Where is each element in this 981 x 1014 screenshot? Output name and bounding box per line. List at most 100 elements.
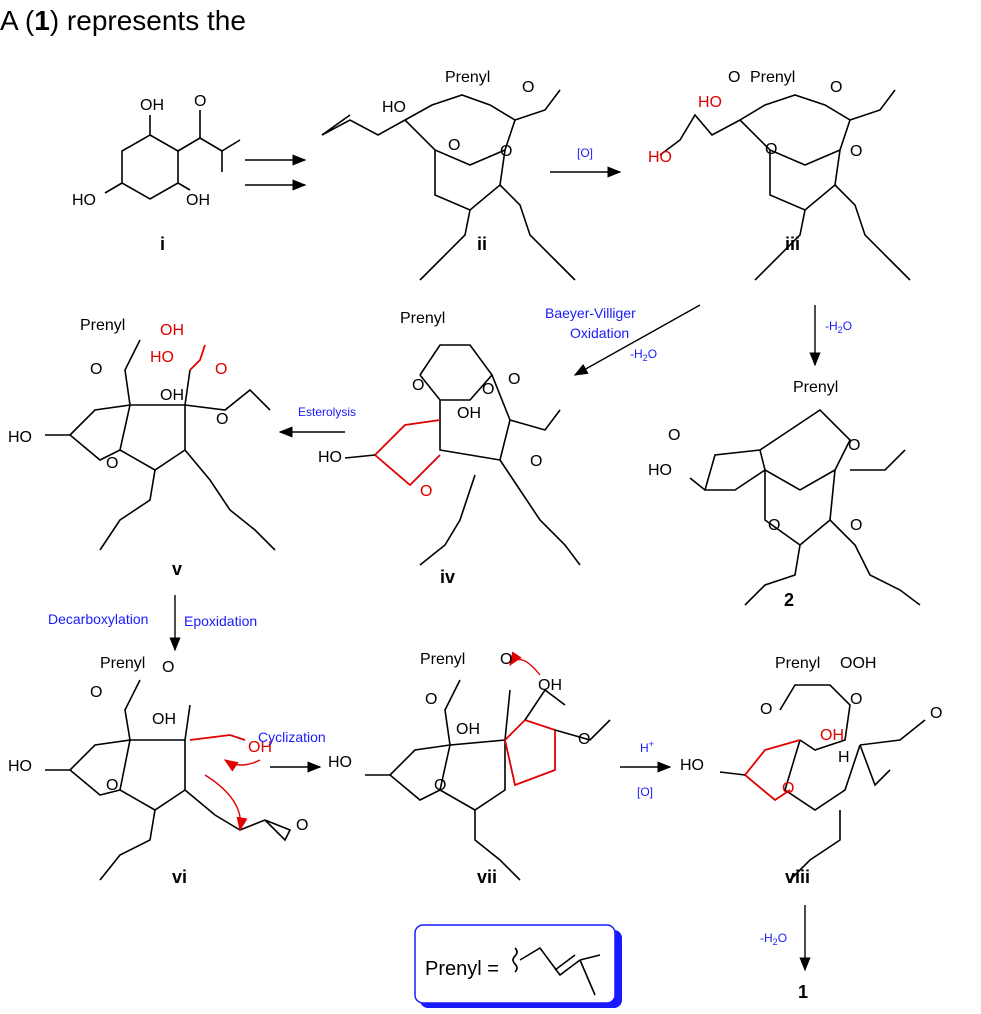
bond-line [579, 959, 596, 996]
bond-line [419, 209, 471, 281]
atom-label: OH [140, 97, 164, 114]
atom-label: Prenyl [100, 655, 145, 672]
atom-label: O [843, 319, 852, 333]
svg-text:-H2O: -H2O [825, 319, 852, 335]
atom-label: HO [318, 449, 342, 466]
bond-line [373, 419, 441, 487]
atom-label: O [500, 143, 512, 160]
atom-label: Decarboxylation [48, 611, 148, 627]
atom-label: -H [760, 931, 773, 945]
atom-label: HO [698, 94, 722, 111]
prenyl-legend: Prenyl = [414, 924, 622, 1008]
atom-label: H [640, 741, 649, 755]
bond-line [579, 954, 601, 961]
bond-line [99, 469, 156, 551]
bond-line [829, 519, 921, 606]
bond-line [524, 688, 566, 721]
atom-label: H [838, 749, 850, 766]
bond-line [789, 810, 841, 881]
atom-label: O [162, 659, 174, 676]
bond-line [99, 809, 156, 881]
atom-label: Esterolysis [298, 405, 356, 419]
atom-label: OH [160, 387, 184, 404]
bond-line [504, 718, 556, 787]
bond-line [189, 344, 206, 371]
compound-label: 2 [784, 590, 794, 610]
bond-line [184, 449, 276, 551]
bond-line [419, 474, 476, 566]
atom-label: 2 [773, 937, 778, 947]
atom-label: HO [150, 349, 174, 366]
compound-label: ii [477, 234, 487, 254]
atom-label: [O] [577, 146, 593, 160]
bond-line [439, 740, 506, 811]
bond-line [784, 739, 861, 811]
atom-label: A ( [0, 5, 35, 36]
compound-vi: Prenyl O O OH OH HO O O vi [8, 655, 308, 887]
bond-line [104, 182, 123, 194]
bond-line [509, 409, 561, 431]
bond-line [519, 946, 581, 977]
atom-label: O [508, 371, 520, 388]
atom-label: O [296, 817, 308, 834]
compound-label: iv [440, 567, 455, 587]
compound-vii: Prenyl O O OH OH HO O O vii [328, 651, 611, 887]
bond-line [344, 454, 376, 459]
atom-label: HO [72, 192, 96, 209]
atom-label: Prenyl [793, 379, 838, 396]
bond-line [744, 544, 801, 606]
atom-label: -H [825, 319, 838, 333]
atom-label: Prenyl [775, 655, 820, 672]
bond-line [850, 449, 906, 471]
atom-label: Prenyl [420, 651, 465, 668]
bond-line [223, 759, 261, 772]
atom-label: HO [328, 754, 352, 771]
bond-line [184, 388, 271, 411]
atom-label: O [768, 517, 780, 534]
bond-line [499, 184, 576, 281]
atom-label: Prenyl [80, 317, 125, 334]
atom-label: + [649, 739, 654, 749]
atom-label: O [850, 691, 862, 708]
atom-label: O [778, 931, 787, 945]
compound-2: Prenyl HO O O O O 2 [648, 379, 921, 610]
atom-label: HO [648, 149, 672, 166]
atom-label: OH [248, 739, 272, 756]
atom-label: ) represents the [50, 5, 246, 36]
compound-label: viii [785, 867, 810, 887]
atom-label: O [848, 437, 860, 454]
svg-text:-H2O: -H2O [760, 931, 787, 947]
compound-label: vi [172, 867, 187, 887]
atom-label: HO [680, 757, 704, 774]
atom-label: [O] [637, 785, 653, 799]
atom-label: OOH [840, 655, 876, 672]
atom-label: O [194, 93, 206, 110]
compound-label: v [172, 559, 182, 579]
atom-label: O [412, 377, 424, 394]
bond-line [512, 947, 518, 973]
bond-line [499, 459, 581, 566]
bond-line [177, 137, 201, 152]
bond-line [204, 774, 248, 832]
bond-line [719, 771, 746, 776]
bond-line [849, 89, 896, 121]
compound-label: iii [785, 234, 800, 254]
atom-label: O [106, 455, 118, 472]
bond-line [834, 184, 911, 281]
atom-label: OH [538, 677, 562, 694]
bond-line [221, 139, 241, 152]
atom-label: O [530, 453, 542, 470]
svg-text:H+: H+ [640, 739, 654, 755]
atom-label: O [425, 691, 437, 708]
compound-viii: Prenyl OOH O O O OH H HO O viii [680, 655, 942, 887]
atom-label: OH [152, 711, 176, 728]
bond-line [404, 94, 516, 166]
bond-line [754, 209, 806, 281]
compound-iv: Prenyl O O O OH HO O O iv [318, 310, 581, 587]
atom-label: HO [648, 462, 672, 479]
bond-line [119, 739, 186, 811]
atom-label: HO [382, 99, 406, 116]
atom-label: O [106, 777, 118, 794]
atom-label: Epoxidation [184, 613, 257, 629]
bond-line [321, 114, 406, 136]
